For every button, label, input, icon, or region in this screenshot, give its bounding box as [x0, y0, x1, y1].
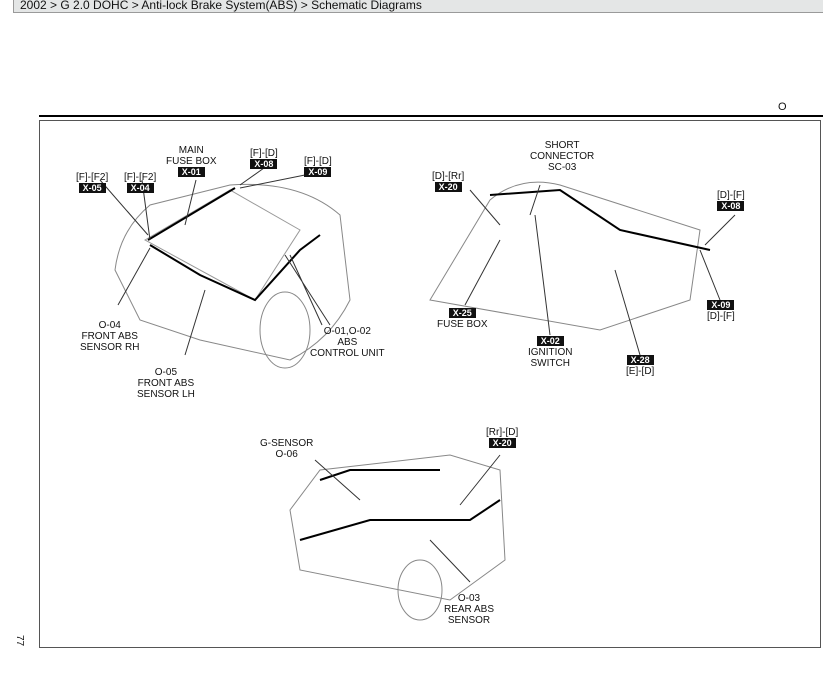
- connector-tag: X-09: [707, 300, 735, 310]
- label-line: SENSOR LH: [137, 389, 195, 400]
- interior-drawing: [429, 181, 736, 356]
- section-letter: O: [778, 101, 787, 113]
- connector-tag: X-09: [304, 167, 332, 177]
- connector-tag: X-04: [126, 183, 154, 193]
- label-line: SENSOR RH: [80, 342, 140, 353]
- connector-tag: X-05: [78, 183, 106, 193]
- location-code: [D]-[F]: [707, 311, 735, 322]
- location-code: [F]-[D]: [304, 156, 332, 167]
- location-code: [Rr]-[D]: [486, 427, 519, 438]
- label-line: SENSOR: [447, 615, 491, 626]
- location-code: [F]-[F2]: [124, 172, 157, 183]
- connector-tag: X-20: [434, 182, 462, 192]
- label-line: O-05: [154, 367, 178, 378]
- engine-bay-drawing: [99, 167, 351, 369]
- connector-tag: X-08: [717, 201, 745, 211]
- x20-callout: [D]-[Rr]X-20: [432, 171, 464, 193]
- label-line: G-SENSOR: [260, 438, 314, 449]
- x28-callout: X-28[E]-[D]: [626, 355, 654, 377]
- x20b-callout: [Rr]-[D]X-20: [486, 427, 518, 449]
- x05-callout: [F]-[F2]X-05: [76, 172, 108, 194]
- label-line: SC-03: [547, 162, 577, 173]
- connector-tag: X-08: [250, 159, 278, 169]
- label-line: O-06: [275, 449, 298, 460]
- header-rule: [39, 115, 823, 117]
- location-code: [F]-[D]: [250, 148, 278, 159]
- connector-tag: X-02: [536, 336, 564, 346]
- label-line: O-03: [457, 593, 481, 604]
- label-line: SHORT: [544, 140, 580, 151]
- rear-vehicle-drawing: [289, 454, 506, 621]
- label-line: IGNITION: [528, 347, 573, 358]
- breadcrumb: 2002 > G 2.0 DOHC > Anti-lock Brake Syst…: [13, 0, 823, 13]
- label-line: O-04: [98, 320, 121, 331]
- connector-tag: X-25: [448, 308, 476, 318]
- label-line: CONNECTOR: [530, 151, 595, 162]
- x08b-callout: [D]-[F]X-08: [717, 190, 745, 212]
- connector-tag: X-01: [177, 167, 205, 177]
- location-code: [F]-[F2]: [76, 172, 109, 183]
- x08-callout: [F]-[D]X-08: [250, 148, 278, 170]
- label-line: CONTROL UNIT: [310, 348, 385, 359]
- label-line: O-01,O-02: [323, 326, 371, 337]
- label-line: FRONT ABS: [81, 331, 138, 342]
- label-line: MAIN: [178, 145, 204, 156]
- x09b-callout: X-09[D]-[F]: [707, 300, 735, 322]
- location-code: [D]-[F]: [717, 190, 745, 201]
- label-line: REAR ABS: [444, 604, 495, 615]
- label-line: FRONT ABS: [137, 378, 195, 389]
- label-line: SWITCH: [530, 358, 570, 369]
- x04-callout: [F]-[F2]X-04: [124, 172, 156, 194]
- diagram-frame: [39, 120, 821, 648]
- location-code: [E]-[D]: [626, 366, 655, 377]
- location-code: [D]-[Rr]: [432, 171, 465, 182]
- label-line: FUSE BOX: [166, 156, 217, 167]
- label-line: ABS: [337, 337, 358, 348]
- x09-callout: [F]-[D]X-09: [304, 156, 332, 178]
- connector-tag: X-28: [626, 355, 654, 365]
- label-line: FUSE BOX: [437, 319, 488, 330]
- connector-tag: X-20: [488, 438, 516, 448]
